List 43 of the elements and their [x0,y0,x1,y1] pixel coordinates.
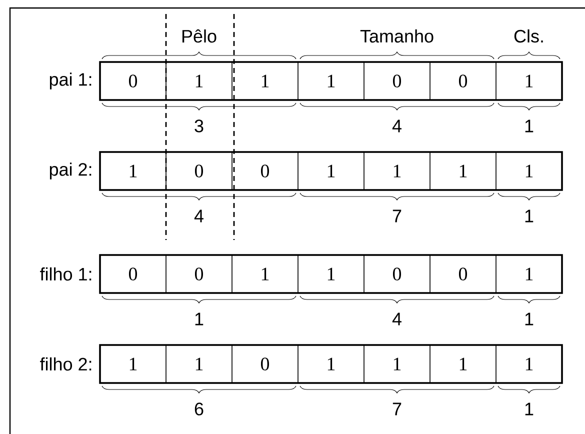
fitness-value: 4 [392,312,402,326]
bit-cell: 1 [496,254,562,294]
bit-cell: 0 [166,254,232,294]
bit-cell: 1 [298,62,364,100]
bit-cell: 0 [364,62,430,100]
bit-cell: 1 [496,344,562,384]
group-heading: Pêlo [182,29,216,43]
node-label: 1 [130,358,137,370]
group-heading: Cls. [514,29,543,43]
bit-cell: 0 [430,254,496,294]
bit-cell: 0 [430,62,496,100]
bit-cell: 1 [232,254,298,294]
fitness-value: 1 [195,312,204,326]
bit-cell: 1 [430,344,496,384]
bit-cell: 1 [298,254,364,294]
group-heading: Tamanho [360,29,434,43]
node-label: 0 [128,268,138,280]
bit-cell: 1 [166,344,232,384]
bit-cell: 0 [232,344,298,384]
node-label: 0 [128,74,138,88]
fitness-value: 3 [194,120,204,132]
fitness-value: 1 [525,402,534,416]
bit-cell: 1 [166,62,232,100]
bit-cell: 0 [364,254,430,294]
bit-cell: 0 [166,152,232,190]
bit-cell: 1 [298,152,364,190]
fitness-value: 7 [392,402,402,416]
bit-cell: 1 [364,344,430,384]
bit-cell: 1 [496,62,562,100]
bit-cell: 1 [496,152,562,190]
bit-cell: 1 [364,152,430,190]
bit-cell: 1 [232,62,298,100]
fitness-value: 4 [194,210,204,222]
bit-cell: 0 [232,152,298,190]
fitness-value: 7 [392,210,402,222]
fitness-value: 6 [194,402,204,416]
fitness-value: 4 [392,120,402,132]
fitness-value: 1 [525,312,534,326]
fitness-value: 1 [525,210,534,222]
fitness-value: 1 [525,120,534,132]
node-label: 1 [130,164,137,178]
bit-cell: 1 [430,152,496,190]
bit-cell: 1 [298,344,364,384]
